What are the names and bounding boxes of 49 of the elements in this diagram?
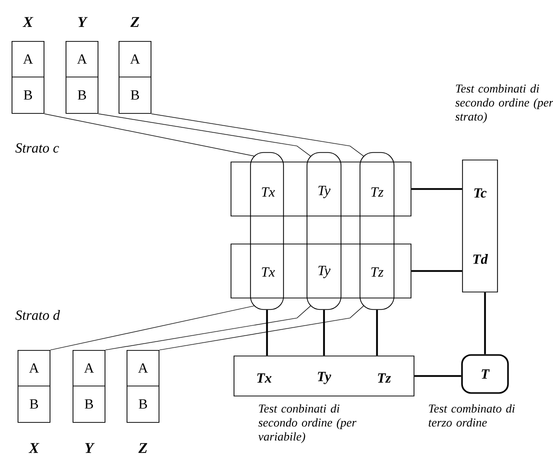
node-label: Tz — [378, 373, 391, 383]
stratum-test-box: Tc Td — [462, 160, 498, 292]
connector-line — [376, 310, 378, 356]
stratum-label: Strato c — [15, 143, 59, 153]
connector-line — [411, 270, 462, 272]
test-label: Ty — [318, 186, 330, 198]
node-label: Tx — [257, 373, 272, 383]
variable-test-box: Tx Ty Tz — [234, 356, 414, 396]
variable-letter: Y — [78, 17, 88, 27]
connector-line — [411, 188, 462, 190]
stratum-label: Strato d — [15, 310, 60, 320]
capsule-outline — [306, 152, 342, 310]
variable-box: A B — [118, 41, 152, 114]
variable-letter: X — [22, 17, 34, 27]
capsule-outline — [250, 152, 284, 310]
connector-line — [50, 306, 254, 350]
test-label: Tx — [262, 267, 275, 277]
node-label: Tc — [474, 188, 487, 198]
node-label: Ty — [318, 372, 332, 384]
caption-text: Test conbinati di secondo ordine (per variabile) — [258, 404, 356, 444]
connector-line — [323, 310, 325, 356]
node-label: Td — [473, 254, 488, 264]
connector-line — [151, 114, 364, 156]
connector-line — [266, 310, 268, 356]
variable-letter: Z — [130, 17, 140, 27]
caption-text: Test combinato di terzo ordine — [428, 404, 515, 427]
connector-line — [44, 114, 254, 156]
test-label: Tz — [371, 267, 384, 277]
connector-line — [414, 375, 462, 377]
test-label: Tz — [371, 187, 384, 197]
stratum-box — [230, 244, 412, 298]
test-label: Ty — [318, 266, 330, 278]
connector-line — [105, 306, 311, 350]
variable-box: A B — [72, 350, 106, 423]
variable-letter: X — [28, 443, 40, 453]
connector-line — [484, 292, 486, 354]
variable-letter: Z — [138, 443, 148, 453]
capsule-outline — [360, 152, 394, 310]
caption-text: Test combinati di secondo ordine (per strato) — [455, 84, 553, 124]
variable-letter: Y — [85, 443, 95, 453]
variable-box: A B — [66, 41, 98, 114]
connector-line — [98, 114, 311, 156]
variable-box: A B — [18, 350, 50, 423]
test-label: Tx — [262, 187, 275, 197]
final-test-box: T — [461, 354, 509, 394]
stratum-box — [230, 162, 412, 216]
connector-line — [159, 306, 364, 350]
variable-box: A B — [12, 41, 44, 114]
variable-box: A B — [126, 350, 160, 423]
